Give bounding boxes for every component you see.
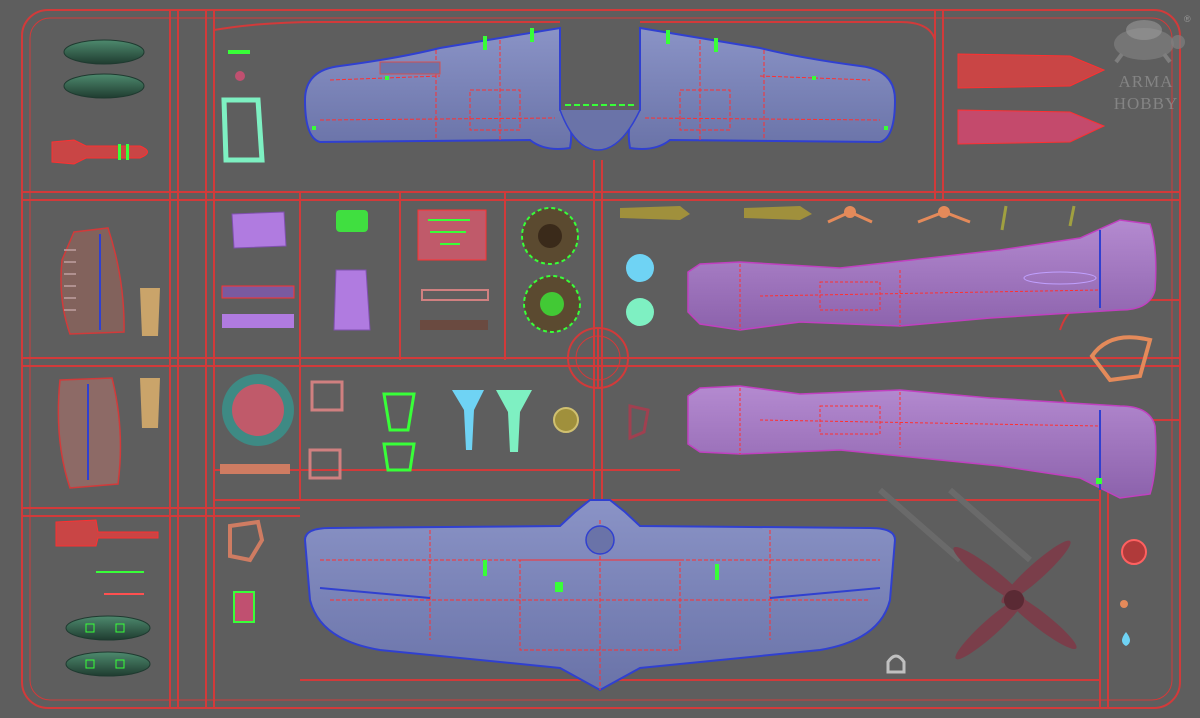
- lower-wing: [303, 499, 897, 692]
- seat-violet: [231, 211, 287, 249]
- drop-tank-bottom-2: [65, 651, 151, 677]
- wing-center-connector: [559, 104, 641, 151]
- fuselage-left-half: [687, 219, 1157, 331]
- tail-tool-red: [55, 519, 159, 547]
- cowling-pink-2: [957, 109, 1106, 145]
- green-mount-2: [382, 442, 416, 472]
- tiny-green-pin: [228, 50, 250, 54]
- green-mount-1: [382, 392, 416, 432]
- tan-strut-2: [140, 378, 160, 428]
- rudder-lower: [57, 377, 122, 489]
- sprue-runner-diagonal: [948, 487, 1032, 563]
- sprue-runner-diagonal-2: [878, 487, 962, 563]
- rudder-upper: [60, 227, 125, 335]
- cyan-knob-1: [626, 254, 654, 282]
- thin-rods: [96, 571, 144, 595]
- propeller: [953, 540, 1077, 660]
- orange-prop-hub-2: [917, 206, 971, 224]
- bomb-red: [51, 139, 148, 165]
- small-pink-bracket-1: [310, 380, 344, 412]
- small-green-block: [336, 210, 368, 232]
- upper-wing-left: [303, 26, 573, 150]
- drop-tank-bottom-1: [65, 615, 151, 641]
- small-pink-bracket-2: [308, 448, 342, 480]
- brand-line1: ARMA: [1118, 72, 1174, 91]
- upper-wing-right: [627, 26, 897, 150]
- sprue-frame: [21, 9, 1181, 709]
- tortoise-icon: [1114, 20, 1185, 64]
- pink-rack: [421, 289, 489, 301]
- maroon-hook: [628, 404, 650, 441]
- small-olive-pins: [1000, 205, 1076, 231]
- engine-cowl-ring: [222, 374, 294, 446]
- orange-prop-hub-1: [827, 206, 873, 224]
- fuselage-right-half: [687, 385, 1157, 499]
- orange-gear-fork: [1089, 335, 1153, 383]
- instrument-panel: [417, 209, 487, 261]
- engine-cylinders-2: [523, 275, 581, 333]
- brand-registered-mark: ®: [1184, 14, 1191, 24]
- brand-line2: HOBBY: [1113, 94, 1179, 113]
- drop-tank-top-1: [63, 39, 145, 65]
- tan-strut-1: [140, 288, 160, 336]
- olive-exhaust-2: [744, 206, 812, 220]
- gear-leg-bracket: [228, 519, 265, 563]
- brand-logo: ARMA HOBBY ®: [1098, 10, 1194, 130]
- sprue-runner-top-left: [213, 21, 560, 31]
- olive-exhaust-1: [620, 206, 690, 220]
- cockpit-floor-violet: [221, 285, 295, 328]
- orange-dot: [1120, 600, 1128, 608]
- pilot-seat: [333, 269, 371, 331]
- olive-gear: [553, 407, 579, 433]
- tail-wheel-mount: [886, 654, 906, 674]
- pink-dot: [235, 71, 245, 81]
- cyan-cup-1: [452, 390, 484, 450]
- green-insert: [233, 591, 255, 623]
- cyan-knob-2: [626, 298, 654, 326]
- engine-cylinders-1: [521, 207, 579, 265]
- cowling-red-1: [957, 53, 1106, 89]
- mint-cup: [496, 390, 532, 452]
- salmon-bar: [220, 464, 290, 474]
- drop-tank-top-2: [63, 73, 145, 99]
- mint-frame: [221, 97, 265, 163]
- sprue-runner-top-right: [640, 21, 936, 41]
- brown-rack: [420, 320, 488, 330]
- spinner-gear: [1121, 539, 1147, 565]
- cyan-drop: [1122, 632, 1130, 646]
